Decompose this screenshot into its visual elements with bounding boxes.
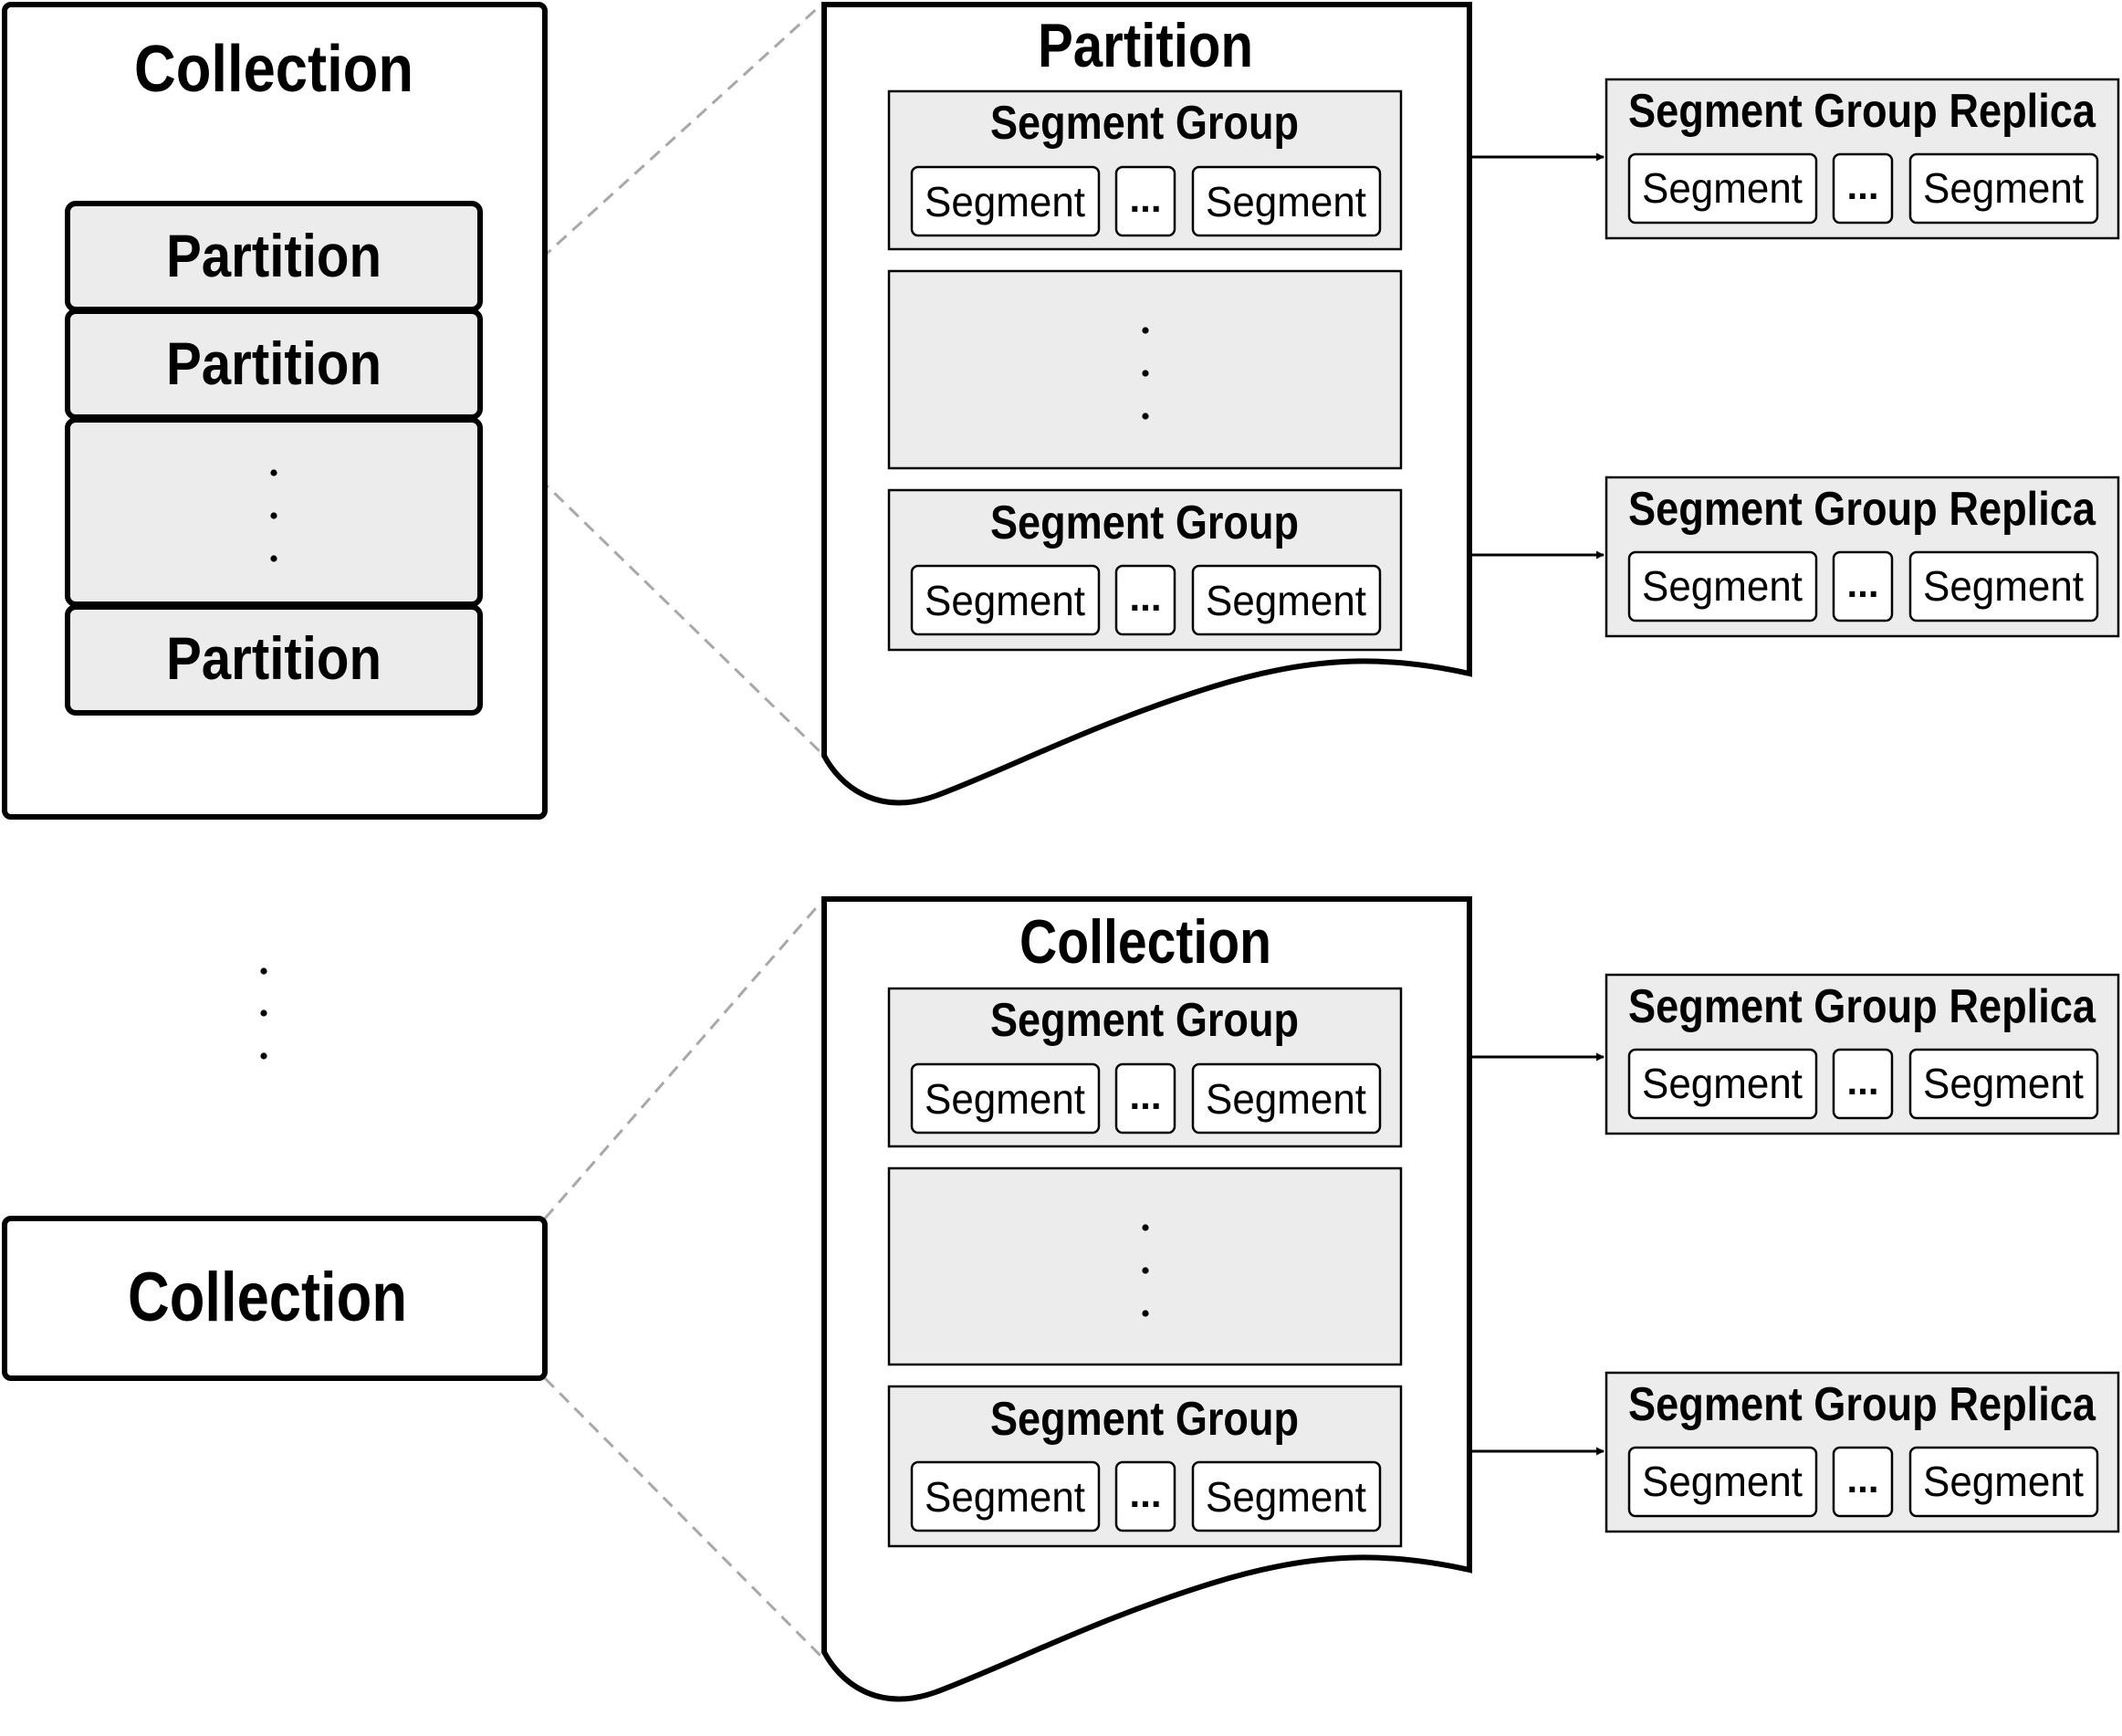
- segment-ellipsis-box: [1832, 1048, 1894, 1120]
- segment-label: Segment: [1642, 562, 1803, 610]
- replica-arrows: [1472, 152, 1605, 1456]
- segment-box: [1908, 550, 2099, 622]
- segment-label: Segment: [1642, 1458, 1803, 1505]
- collection-document: Collection Segment Group Segment ... Seg…: [821, 896, 1472, 1702]
- segment-label: Segment: [1206, 1075, 1366, 1123]
- partition-ellipsis-box: [65, 417, 483, 607]
- segment-group-label: Segment Group: [990, 1393, 1299, 1446]
- segment-box: [1908, 1446, 2099, 1518]
- segment-ellipsis: ...: [1846, 1458, 1878, 1501]
- segment-label: Segment: [1923, 1458, 2084, 1505]
- segment-label: Segment: [1206, 1473, 1366, 1521]
- segment-label: Segment: [1923, 1060, 2084, 1107]
- collection-title: Collection: [1019, 907, 1271, 977]
- segment-box: [1191, 1062, 1382, 1135]
- segment-group-label: Segment Group: [990, 497, 1299, 549]
- segment-box: [1191, 564, 1382, 636]
- collection-title: Collection: [134, 33, 413, 106]
- segment-ellipsis-box: [1832, 550, 1894, 622]
- collection-box-bottom: Collection: [2, 1216, 548, 1381]
- segment-ellipsis-box: [1832, 152, 1894, 225]
- segment-group-label: Segment Group: [990, 97, 1299, 150]
- segment-box: [1908, 1048, 2099, 1120]
- segment-group-replica: Segment Group Replica Segment ... Segmen…: [1605, 78, 2120, 240]
- segment-label: Segment: [925, 178, 1085, 225]
- segment-box: [1627, 1048, 1818, 1120]
- segment-ellipsis: ...: [1846, 562, 1878, 605]
- segment-ellipsis: ...: [1129, 576, 1161, 619]
- ellipsis-dot: [270, 512, 277, 519]
- ellipsis-dot: [1142, 1224, 1149, 1231]
- segment-group-ellipsis-box: [887, 269, 1403, 470]
- partition-label: Partition: [166, 222, 382, 289]
- segment-ellipsis-box: [1832, 1446, 1894, 1518]
- ellipsis-dot: [260, 1052, 267, 1060]
- partition-label: Partition: [166, 624, 382, 692]
- collection-box-top: Collection Partition Partition Partition: [2, 2, 548, 820]
- segment-label: Segment: [1642, 164, 1803, 212]
- zoom-connectors: [477, 3, 823, 1658]
- segment-label: Segment: [1923, 562, 2084, 610]
- segment-group-replica-label: Segment Group Replica: [1628, 85, 2096, 138]
- segment-group-replica-label: Segment Group Replica: [1628, 483, 2096, 536]
- segment-group: Segment Group Segment ... Segment: [887, 1385, 1403, 1548]
- segment-label: Segment: [1642, 1060, 1803, 1107]
- segment-label: Segment: [1206, 178, 1366, 225]
- segment-group-replica: Segment Group Replica Segment ... Segmen…: [1605, 973, 2120, 1135]
- partition-box: Partition: [65, 201, 483, 312]
- segment-group-replica-label: Segment Group Replica: [1628, 1378, 2096, 1431]
- segment-group: Segment Group Segment ... Segment: [887, 987, 1403, 1148]
- segment-label: Segment: [1206, 577, 1366, 624]
- segment-box: [1908, 152, 2099, 225]
- segment-box: [1627, 1446, 1818, 1518]
- segment-ellipsis-box: [1114, 1460, 1176, 1532]
- ellipsis-dot: [270, 555, 277, 562]
- segment-box: [1191, 165, 1382, 237]
- segment-group-ellipsis-box: [887, 1166, 1403, 1366]
- segment-ellipsis-box: [1114, 1062, 1176, 1135]
- ellipsis-dot: [1142, 1267, 1149, 1274]
- segment-label: Segment: [925, 1473, 1085, 1521]
- ellipsis-dot: [1142, 327, 1149, 334]
- collection-label: Collection: [128, 1259, 407, 1336]
- segment-ellipsis: ...: [1846, 1060, 1878, 1103]
- ellipsis-dot: [270, 469, 277, 476]
- segment-box: [910, 165, 1101, 237]
- segment-box: [1627, 550, 1818, 622]
- segment-box: [910, 1460, 1101, 1532]
- segment-ellipsis: ...: [1129, 177, 1161, 220]
- segment-group-replica: Segment Group Replica Segment ... Segmen…: [1605, 476, 2120, 638]
- ellipsis-dot: [1142, 413, 1149, 420]
- partition-document: Partition Segment Group Segment ... Segm…: [821, 2, 1472, 806]
- partition-label: Partition: [166, 329, 382, 397]
- segment-group: Segment Group Segment ... Segment: [887, 89, 1403, 251]
- partition-box: Partition: [65, 604, 483, 716]
- ellipsis-dot: [1142, 370, 1149, 377]
- segment-ellipsis: ...: [1129, 1472, 1161, 1515]
- segment-ellipsis: ...: [1129, 1074, 1161, 1117]
- ellipsis-dot: [260, 1009, 267, 1017]
- ellipsis-dot: [260, 967, 267, 975]
- collections-ellipsis: [260, 967, 267, 1060]
- segment-ellipsis-box: [1114, 165, 1176, 237]
- segment-label: Segment: [925, 1075, 1085, 1123]
- partition-title: Partition: [1038, 11, 1253, 80]
- segment-box: [1627, 152, 1818, 225]
- segment-group-replica: Segment Group Replica Segment ... Segmen…: [1605, 1371, 2120, 1533]
- segment-ellipsis-box: [1114, 564, 1176, 636]
- segment-box: [1191, 1460, 1382, 1532]
- partition-box: Partition: [65, 309, 483, 420]
- segment-group-replica-label: Segment Group Replica: [1628, 980, 2096, 1033]
- segment-group: Segment Group Segment ... Segment: [887, 488, 1403, 652]
- segment-box: [910, 564, 1101, 636]
- segment-label: Segment: [925, 577, 1085, 624]
- segment-label: Segment: [1923, 164, 2084, 212]
- segment-ellipsis: ...: [1846, 164, 1878, 207]
- ellipsis-dot: [1142, 1310, 1149, 1317]
- segment-box: [910, 1062, 1101, 1135]
- segment-group-label: Segment Group: [990, 994, 1299, 1047]
